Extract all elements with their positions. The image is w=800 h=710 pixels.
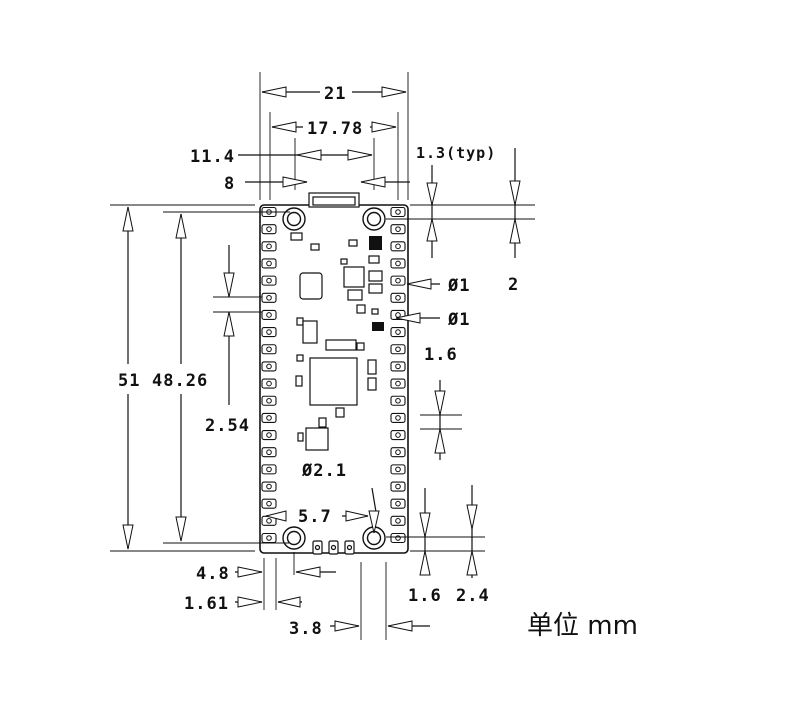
pin-pad-right-5 [390, 275, 406, 286]
pin-pad-right-8 [390, 327, 406, 338]
dim-48-26: 48.26 [152, 371, 208, 391]
pin-pad-left-10 [261, 361, 277, 372]
pin-pad-left-2 [261, 224, 277, 235]
mount-hole-bottom-left [282, 526, 306, 550]
pin-pad-left-8 [261, 327, 277, 338]
pin-pad-left-4 [261, 258, 277, 269]
pico-board [259, 192, 409, 555]
usb-connector-inner [312, 196, 356, 206]
pin-pad-right-4 [390, 258, 406, 269]
pin-pad-left-11 [261, 378, 277, 389]
mount-hole-top-left [282, 207, 306, 231]
dim-hole-1b: Ø1 [447, 310, 470, 330]
pin-pad-right-6 [390, 292, 406, 303]
pin-pad-right-1 [390, 206, 406, 218]
pin-pad-right-12 [390, 395, 406, 406]
regulator [343, 266, 365, 288]
dim-51: 51 [118, 371, 140, 391]
pin-pad-right-2 [390, 224, 406, 235]
board-components [290, 232, 384, 451]
dim-8: 8 [224, 174, 235, 194]
dim-11-4: 11.4 [190, 147, 235, 167]
pin-pad-left-6 [261, 292, 277, 303]
pin-pad-right-17 [390, 481, 406, 492]
dim-2-54: 2.54 [205, 416, 250, 436]
pin-pad-right-18 [390, 498, 406, 509]
dim-1-6-bottom: 1.6 [408, 586, 442, 606]
dimension-lines [122, 86, 521, 632]
pin-pad-left-5 [261, 275, 277, 286]
pin-pad-left-9 [261, 344, 277, 355]
pin-pad-left-16 [261, 464, 277, 475]
dim-17-78: 17.78 [307, 119, 363, 139]
pin-pad-left-13 [261, 412, 277, 423]
bootsel-button [299, 272, 323, 300]
dim-5-7: 5.7 [298, 507, 332, 527]
pin-pad-right-20 [390, 532, 406, 544]
pin-pad-right-19 [390, 515, 406, 526]
dim-2-4: 2.4 [456, 586, 490, 606]
dim-mount-hole-2-1: Ø2.1 [301, 461, 347, 481]
dim-1-6-pad: 1.6 [424, 345, 458, 365]
dim-1-3-typ: 1.3(typ) [416, 144, 496, 162]
pin-pad-left-12 [261, 395, 277, 406]
dim-2: 2 [508, 275, 519, 295]
dim-1-61: 1.61 [184, 594, 229, 614]
pin-pad-left-20 [261, 532, 277, 544]
pin-pad-left-15 [261, 447, 277, 458]
led [290, 232, 303, 241]
pin-pad-right-3 [390, 241, 406, 252]
pin-pad-left-3 [261, 241, 277, 252]
pin-pad-right-10 [390, 361, 406, 372]
dim-21: 21 [324, 84, 346, 104]
pin-pad-right-14 [390, 429, 406, 441]
dimension-labels: 21 17.78 11.4 8 1.3(typ) 2 Ø1 Ø1 1.6 51 … [118, 84, 638, 641]
mount-hole-top-right [362, 207, 386, 231]
pin-pad-left-17 [261, 481, 277, 492]
unit-label: 单位 mm [527, 611, 638, 641]
dim-3-8: 3.8 [289, 619, 323, 639]
pin-pad-left-7 [261, 309, 277, 321]
mount-hole-bottom-right [362, 526, 386, 550]
pin-pad-right-9 [390, 344, 406, 355]
rp2040-chip [309, 357, 358, 406]
pin-pad-right-11 [390, 378, 406, 389]
pin-pad-right-16 [390, 464, 406, 475]
pin-pad-right-15 [390, 447, 406, 458]
crystal [305, 427, 329, 451]
pin-pad-left-18 [261, 498, 277, 509]
pin-pad-right-13 [390, 412, 406, 423]
flash-chip [302, 320, 318, 344]
extension-lines [110, 72, 535, 640]
debug-pads [312, 540, 355, 555]
pin-pad-left-14 [261, 429, 277, 441]
dim-hole-1a: Ø1 [447, 276, 470, 296]
dim-4-8: 4.8 [196, 564, 230, 584]
